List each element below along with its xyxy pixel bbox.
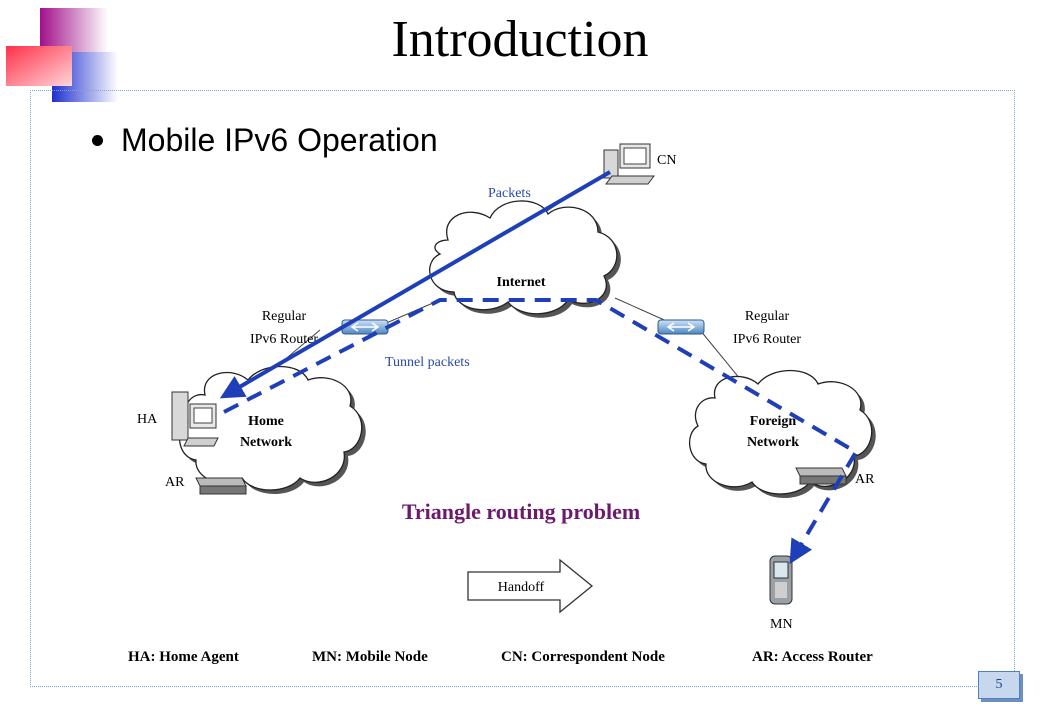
legend-ar: AR: Access Router bbox=[752, 649, 873, 665]
tunnel-line bbox=[223, 298, 859, 565]
mn-label: MN bbox=[770, 617, 793, 632]
slide-title: Introduction bbox=[391, 11, 649, 68]
internet-label: Internet bbox=[497, 275, 546, 290]
legend-ha: HA: Home Agent bbox=[128, 649, 239, 665]
bullet-text: Mobile IPv6 Operation bbox=[121, 122, 438, 158]
router-right-label-2: IPv6 Router bbox=[733, 332, 801, 347]
corner-logo bbox=[6, 8, 118, 102]
ar-left-label: AR bbox=[165, 475, 185, 490]
internet-cloud bbox=[429, 200, 621, 318]
home-network-label-1: Home bbox=[248, 414, 284, 429]
tunnel-label: Tunnel packets bbox=[385, 355, 470, 370]
foreign-network-label-2: Network bbox=[747, 435, 799, 450]
cn-label: CN bbox=[657, 153, 676, 168]
packets-line bbox=[219, 170, 612, 399]
bullet-dot bbox=[92, 135, 103, 146]
cn-computer-icon bbox=[603, 143, 655, 185]
handoff-arrow bbox=[467, 558, 594, 614]
foreign-network-cloud bbox=[688, 370, 876, 498]
home-network-label-2: Network bbox=[240, 435, 292, 450]
legend-mn: MN: Mobile Node bbox=[312, 649, 428, 665]
router-left-label-1: Regular bbox=[262, 309, 307, 324]
ar-right-label: AR bbox=[855, 472, 875, 487]
content-frame bbox=[30, 90, 1015, 687]
legend-cn: CN: Correspondent Node bbox=[501, 649, 665, 665]
router-left-label-2: IPv6 Router bbox=[250, 332, 318, 347]
router-right-icon bbox=[657, 319, 705, 335]
bullet-item: Mobile IPv6 Operation bbox=[92, 122, 438, 159]
ha-computer-icon bbox=[171, 391, 219, 447]
ar-left-icon bbox=[195, 477, 247, 495]
ar-right-icon bbox=[795, 467, 847, 485]
packets-label: Packets bbox=[488, 186, 531, 201]
page-number: 5 bbox=[978, 671, 1020, 699]
foreign-network-label-1: Foreign bbox=[750, 414, 797, 429]
handoff-label: Handoff bbox=[498, 580, 545, 595]
router-right-label-1: Regular bbox=[745, 309, 790, 324]
mn-phone-icon bbox=[769, 555, 793, 605]
triangle-routing-label: Triangle routing problem bbox=[402, 499, 640, 524]
ha-label: HA bbox=[137, 412, 158, 427]
